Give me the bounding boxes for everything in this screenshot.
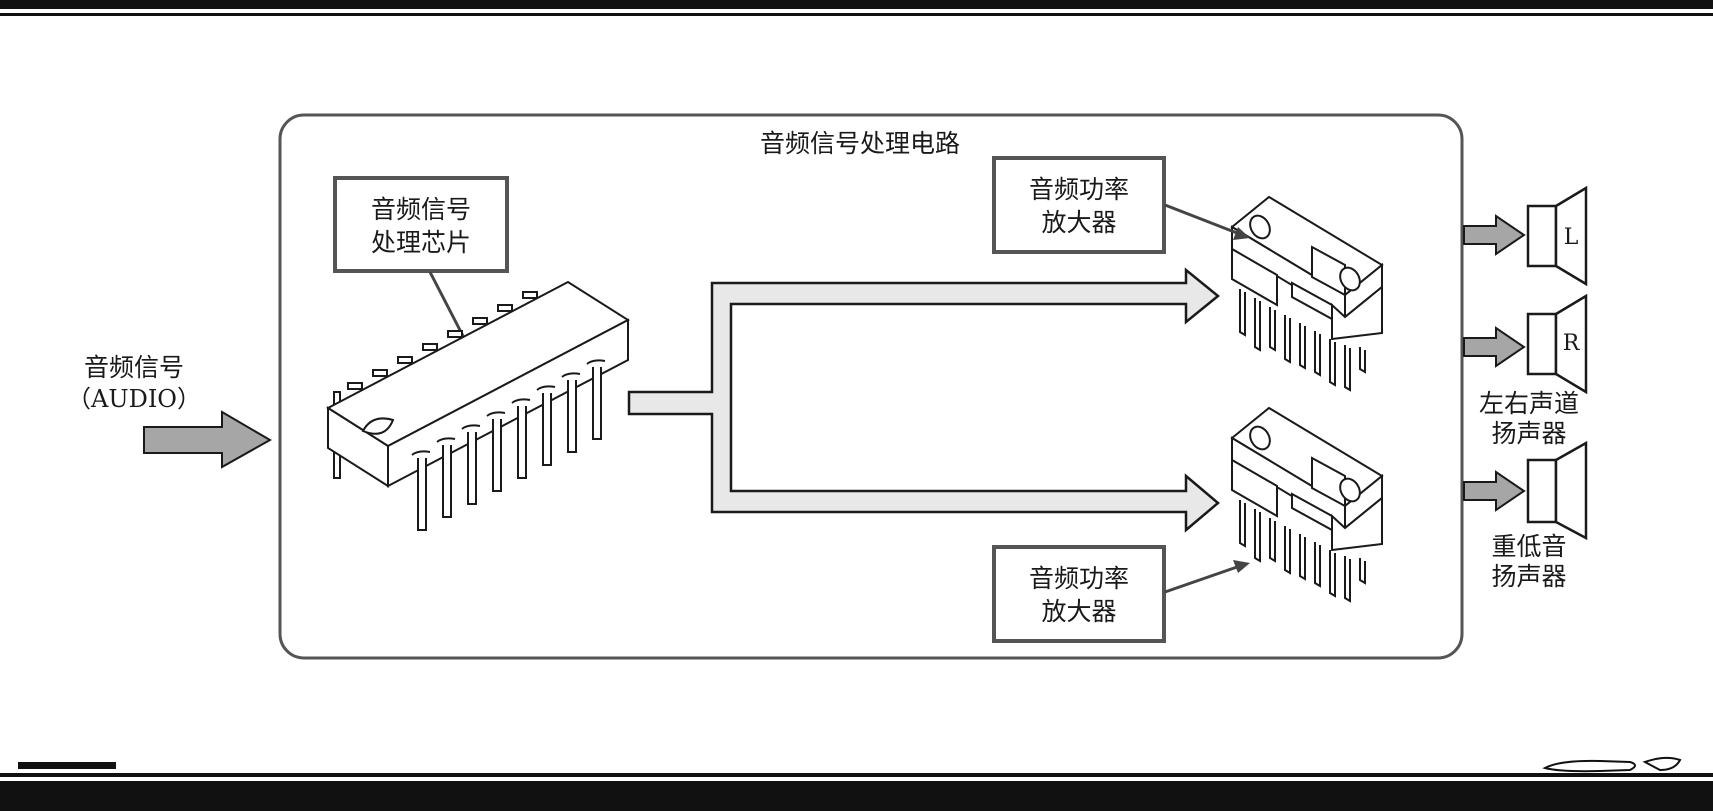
amp-bottom-pointer <box>1164 565 1238 594</box>
circuit-title: 音频信号处理电路 <box>760 129 960 158</box>
amp-top-label-line1: 音频功率 <box>1029 175 1129 204</box>
output-arrow-right <box>1463 326 1526 368</box>
amp-bottom-label-box <box>992 545 1166 643</box>
signal-flow-arrows <box>627 267 1220 533</box>
bottom-rule <box>0 756 1713 811</box>
amp-bottom-label-line1: 音频功率 <box>1029 564 1129 593</box>
amp-top-label-box <box>992 156 1166 254</box>
chip-label-box <box>333 176 509 273</box>
subwoofer-speaker-icon <box>1526 440 1588 541</box>
dip-chip-icon <box>326 280 630 531</box>
subwoofer-label-line1: 重低音 <box>1491 532 1566 561</box>
power-amplifier-bottom-icon <box>1231 407 1383 602</box>
speaker-right-icon <box>1526 293 1588 395</box>
circuit-frame <box>278 113 1464 660</box>
speaker-left-letter: L <box>1564 225 1579 250</box>
amp-bottom-label-line2: 放大器 <box>1041 597 1116 626</box>
output-arrow-left <box>1463 214 1526 256</box>
chip-label-line1: 音频信号 <box>371 195 471 224</box>
amp-bottom-pointer-head <box>1233 560 1250 573</box>
top-rule <box>0 0 1713 16</box>
chip-label-line2: 处理芯片 <box>371 228 471 257</box>
power-amplifier-top-icon <box>1231 196 1383 391</box>
chip-pointer <box>428 271 465 337</box>
input-arrow <box>143 410 273 469</box>
speakers-lr-label-line2: 扬声器 <box>1491 419 1566 448</box>
pen-icon <box>1542 756 1682 773</box>
output-arrow-subwoofer <box>1463 470 1526 512</box>
speakers-lr-label-line1: 左右声道 <box>1479 389 1579 418</box>
amp-top-pointer <box>1164 203 1238 235</box>
amp-top-label-line2: 放大器 <box>1041 208 1116 237</box>
speaker-left-icon <box>1526 185 1588 287</box>
subwoofer-label-line2: 扬声器 <box>1491 562 1566 591</box>
input-label-line2: （AUDIO） <box>67 385 201 413</box>
speaker-right-letter: R <box>1563 331 1581 356</box>
amp-top-pointer-head <box>1233 227 1250 240</box>
input-label-line1: 音频信号 <box>84 353 184 382</box>
